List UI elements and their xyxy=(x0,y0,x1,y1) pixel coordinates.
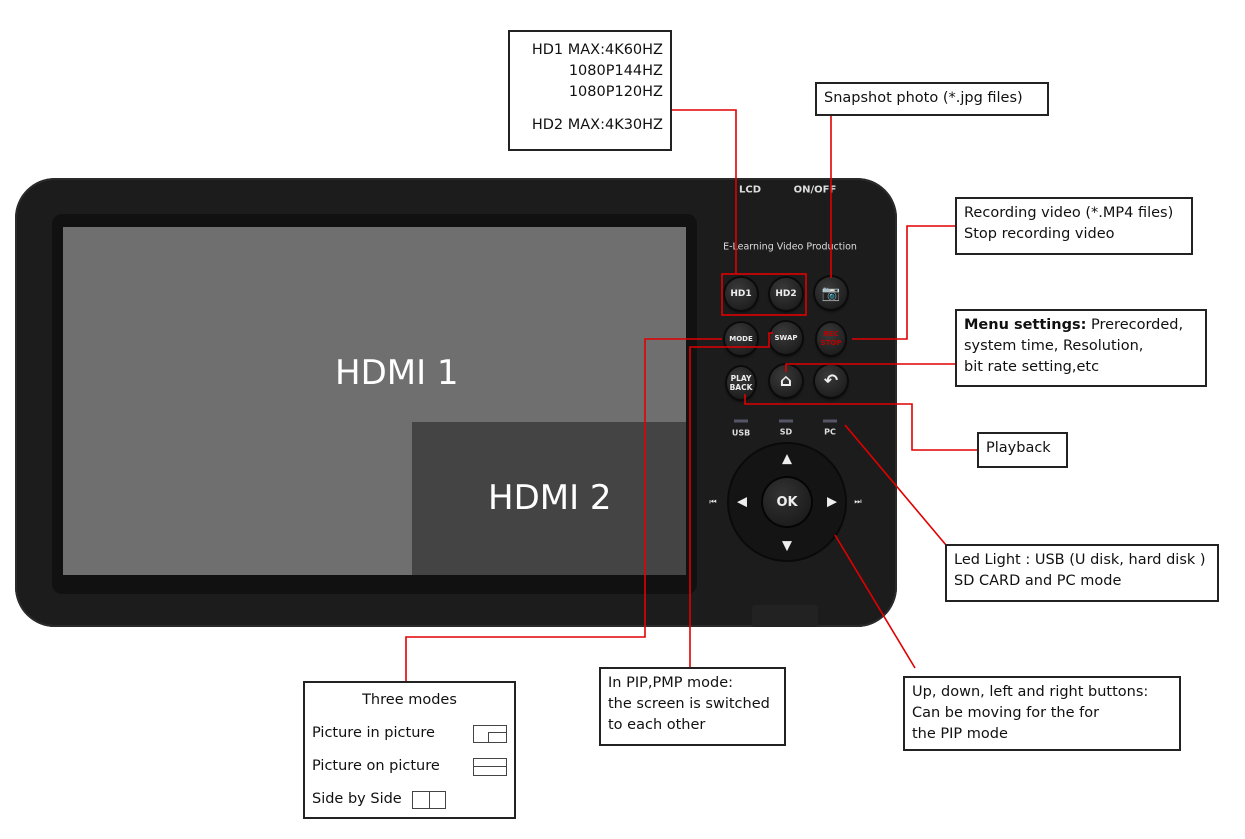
playback-button[interactable]: PLAY BACK xyxy=(727,367,755,399)
power-label: ON/OFF xyxy=(793,184,837,196)
ok-button[interactable]: OK xyxy=(763,478,811,526)
up-arrow-icon[interactable]: ▲ xyxy=(782,451,792,467)
right-arrow-icon[interactable]: ▶ xyxy=(827,494,837,510)
hd1-button[interactable]: HD1 xyxy=(725,278,757,310)
swap-callout: In PIP,PMP mode: the screen is switched … xyxy=(599,667,786,746)
modes-title: Three modes xyxy=(362,692,457,708)
swap-callout-line xyxy=(689,332,773,667)
sd-led-label: SD xyxy=(779,427,793,437)
swap-button[interactable]: SWAP xyxy=(770,322,802,354)
lcd-label: LCD xyxy=(738,184,762,196)
usb-led xyxy=(734,419,748,423)
mode-callout-line xyxy=(405,338,722,681)
picture-on-picture-icon xyxy=(473,757,507,776)
sd-led xyxy=(779,419,793,423)
hd-callout-line xyxy=(672,109,737,274)
dpad-callout-line xyxy=(834,534,916,669)
hd-buttons-highlight xyxy=(721,273,807,316)
hd1-spec-2: 1080P144HZ xyxy=(568,63,663,79)
lcd-screen: HDMI 1 xyxy=(63,227,686,575)
record-callout: Recording video (*.MP4 files) Stop recor… xyxy=(955,197,1193,255)
hd1-spec: HD1 MAX:4K60HZ xyxy=(531,42,663,58)
previous-icon: ⏮ xyxy=(709,497,717,506)
left-arrow-icon[interactable]: ◀ xyxy=(737,494,747,510)
playback-callout: Playback xyxy=(977,432,1068,468)
menu-line-2: system time, Resolution, xyxy=(964,338,1144,354)
led-callout: Led Light : USB (U disk, hard disk ) SD … xyxy=(945,544,1219,602)
swap-line-2: the screen is switched xyxy=(608,696,770,712)
rec-stop-button[interactable]: REC STOP xyxy=(817,323,845,355)
record-line-2: Stop recording video xyxy=(964,226,1115,242)
hdmi2-label: HDMI 2 xyxy=(488,478,612,518)
camera-icon: 📷 xyxy=(821,283,841,302)
hd2-spec: HD2 MAX:4K30HZ xyxy=(531,117,663,133)
led-line-2: SD CARD and PC mode xyxy=(954,573,1122,589)
record-line-1: Recording video (*.MP4 files) xyxy=(964,205,1174,221)
pip-window: HDMI 2 xyxy=(412,422,686,575)
mode-sbs-label: Side by Side xyxy=(312,791,402,807)
mode-pip-label: Picture in picture xyxy=(312,725,435,741)
modes-callout: Three modes Picture in picture Picture o… xyxy=(303,681,516,819)
menu-line-1: Prerecorded, xyxy=(1086,317,1184,333)
dpad-line-2: Can be moving for the for xyxy=(912,705,1100,721)
swap-line-3: to each other xyxy=(608,717,706,733)
mode-button[interactable]: MODE xyxy=(725,323,757,355)
menu-callout-line xyxy=(785,363,957,372)
hd-spec-callout: HD1 MAX:4K60HZ 1080P144HZ 1080P120HZ HD2… xyxy=(508,30,672,151)
device-port-cover xyxy=(752,605,818,627)
led-line-1: Led Light : USB (U disk, hard disk ) xyxy=(954,552,1206,568)
brand-text: E-Learning Video Production xyxy=(723,241,857,253)
back-arrow-icon: ↶ xyxy=(823,370,839,391)
menu-callout: Menu settings: Prerecorded, system time,… xyxy=(955,309,1207,387)
snapshot-button[interactable]: 📷 xyxy=(815,277,847,309)
dpad-line-3: the PIP mode xyxy=(912,726,1008,742)
playback-callout-line xyxy=(744,394,978,451)
dpad-callout: Up, down, left and right buttons: Can be… xyxy=(903,676,1181,751)
next-icon: ⏭ xyxy=(854,497,862,506)
hd1-spec-3: 1080P120HZ xyxy=(568,84,663,100)
led-callout-line xyxy=(844,424,947,546)
back-button[interactable]: ↶ xyxy=(815,365,847,397)
snapshot-callout: Snapshot photo (*.jpg files) xyxy=(815,82,1049,116)
pc-led xyxy=(823,419,837,423)
picture-in-picture-icon xyxy=(473,724,507,743)
dpad-line-1: Up, down, left and right buttons: xyxy=(912,684,1149,700)
swap-line-1: In PIP,PMP mode: xyxy=(608,675,734,691)
home-icon: ⌂ xyxy=(779,370,793,391)
menu-title: Menu settings: xyxy=(964,317,1087,333)
side-by-side-icon xyxy=(411,790,446,809)
down-arrow-icon[interactable]: ▼ xyxy=(782,538,792,554)
record-callout-line xyxy=(852,225,957,340)
hdmi1-label: HDMI 1 xyxy=(335,353,459,393)
hd2-button[interactable]: HD2 xyxy=(770,278,802,310)
mode-pop-label: Picture on picture xyxy=(312,758,440,774)
pc-led-label: PC xyxy=(824,427,836,437)
menu-line-3: bit rate setting,etc xyxy=(964,359,1100,375)
usb-led-label: USB xyxy=(731,428,751,438)
